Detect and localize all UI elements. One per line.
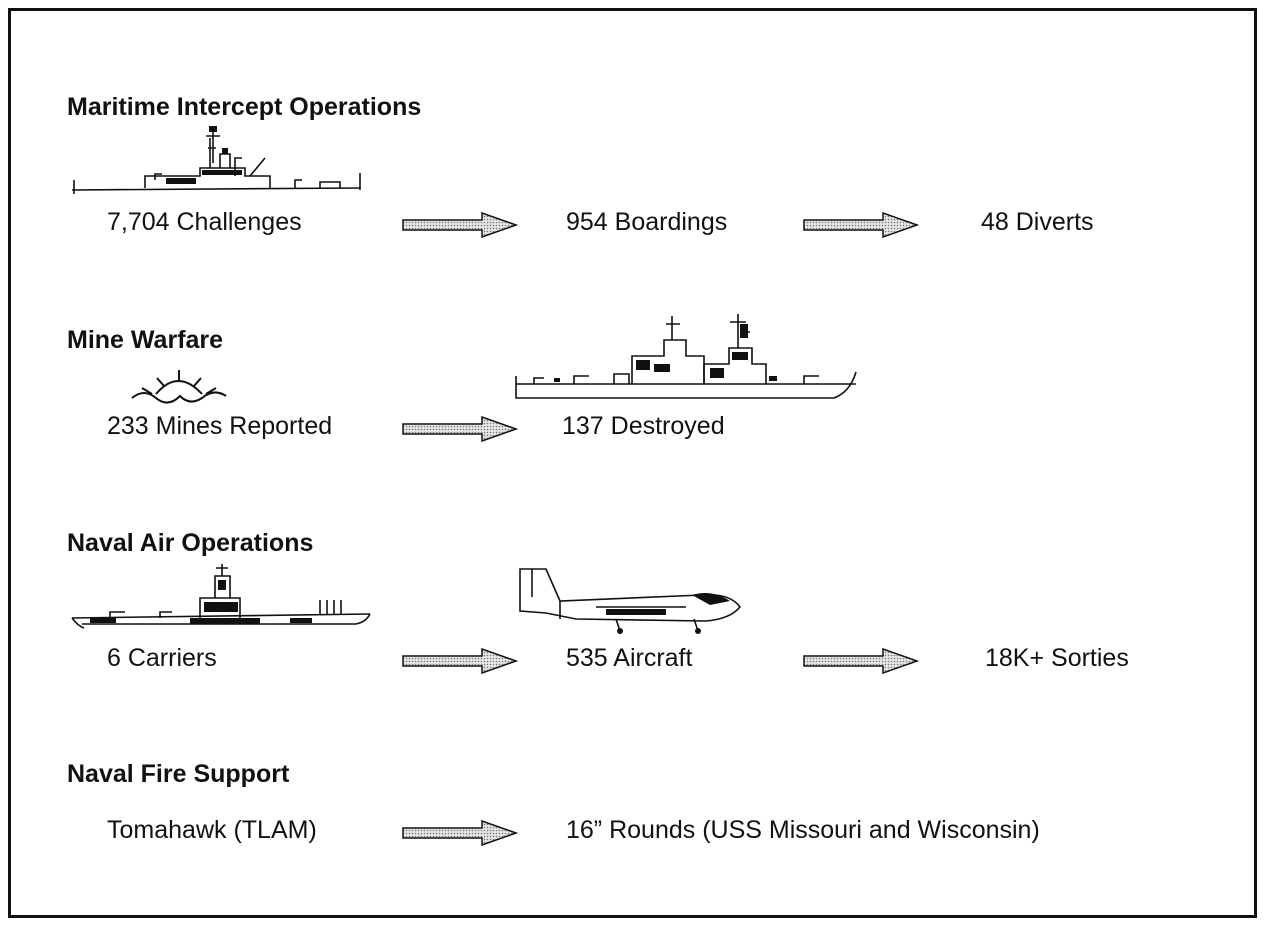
frigate-icon bbox=[71, 126, 361, 194]
step-carriers: 6 Carriers bbox=[107, 644, 217, 672]
step-destroyed: 137 Destroyed bbox=[562, 412, 725, 440]
destroyer-icon bbox=[515, 314, 857, 399]
section-heading-naval-air: Naval Air Operations bbox=[67, 529, 314, 557]
arrow-icon bbox=[803, 648, 919, 674]
naval-mine-icon bbox=[131, 370, 227, 404]
step-aircraft: 535 Aircraft bbox=[566, 644, 693, 672]
arrow-icon bbox=[402, 648, 518, 674]
attack-aircraft-icon bbox=[519, 568, 742, 634]
step-tomahawk: Tomahawk (TLAM) bbox=[107, 816, 317, 844]
arrow-icon bbox=[402, 212, 518, 238]
arrow-icon bbox=[803, 212, 919, 238]
section-heading-naval-fire-support: Naval Fire Support bbox=[67, 760, 290, 788]
section-heading-maritime-intercept: Maritime Intercept Operations bbox=[67, 93, 422, 121]
step-sorties: 18K+ Sorties bbox=[985, 644, 1129, 672]
step-diverts: 48 Diverts bbox=[981, 208, 1094, 236]
step-mines-reported: 233 Mines Reported bbox=[107, 412, 333, 440]
step-challenges: 7,704 Challenges bbox=[107, 208, 302, 236]
section-heading-mine-warfare: Mine Warfare bbox=[67, 326, 224, 354]
diagram-frame bbox=[8, 8, 1257, 918]
arrow-icon bbox=[402, 416, 518, 442]
step-16-inch-rounds: 16” Rounds (USS Missouri and Wisconsin) bbox=[566, 816, 1040, 844]
aircraft-carrier-icon bbox=[71, 564, 371, 629]
arrow-icon bbox=[402, 820, 518, 846]
step-boardings: 954 Boardings bbox=[566, 208, 728, 236]
